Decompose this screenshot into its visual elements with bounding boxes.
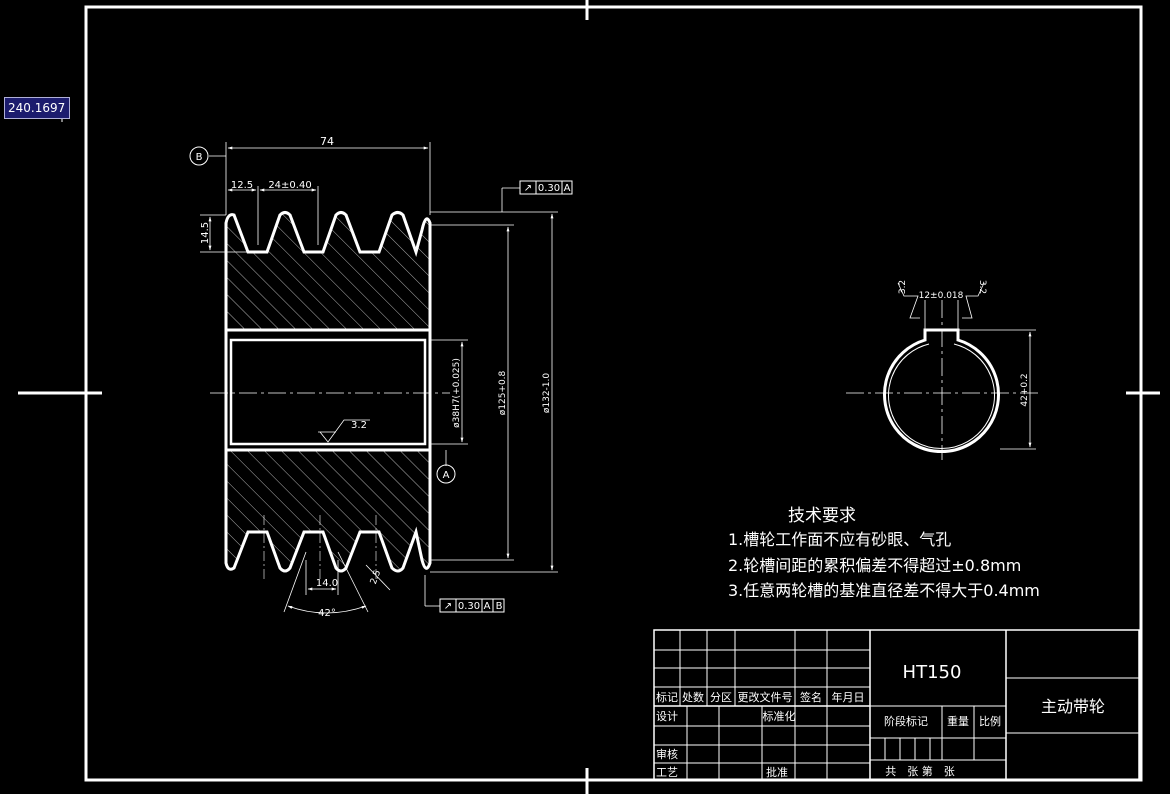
- tech-req-item-3: 3.任意两轮槽的基准直径差不得大于0.4mm: [728, 581, 1040, 600]
- review-label: 审核: [656, 747, 678, 761]
- tech-req-item-2: 2.轮槽间距的累积偏差不得超过±0.8mm: [728, 556, 1021, 575]
- pulley-bore: [224, 328, 432, 452]
- center-marks: [18, 0, 1160, 794]
- tech-req-title: 技术要求: [788, 506, 856, 526]
- dim-first-groove: 12.5: [231, 180, 253, 191]
- svg-text:0.30: 0.30: [538, 183, 560, 194]
- datum-b-label: B: [196, 152, 203, 163]
- dim-outer-dia: ø132-1.0: [542, 373, 552, 414]
- tech-req-item-1: 1.槽轮工作面不应有砂眼、气孔: [728, 530, 951, 549]
- rev-header-docno: 更改文件号: [738, 690, 793, 704]
- svg-text:0.30: 0.30: [458, 601, 480, 612]
- dim-groove-depth: 14.5: [200, 222, 211, 244]
- coordinate-readout: 240.1697: [4, 97, 70, 119]
- stage-mark-label: 阶段标记: [884, 714, 928, 728]
- rev-header-count: 处数: [682, 691, 704, 704]
- process-label: 工艺: [656, 766, 678, 779]
- datum-b-symbol: [189, 146, 209, 166]
- svg-text:↗: ↗: [444, 601, 452, 612]
- keyway-rough-left: 3.2: [898, 280, 908, 294]
- svg-text:↗: ↗: [524, 183, 532, 194]
- dim-groove-pitch: 24±0.40: [268, 180, 311, 191]
- svg-text:A: A: [564, 183, 571, 194]
- tolerance-frame-bottom: ↗ 0.30 A B: [439, 598, 505, 613]
- keyway-depth-dim: 42+0.2: [1020, 373, 1030, 406]
- scale-label: 比例: [979, 714, 1001, 728]
- title-block: [653, 629, 1140, 781]
- pulley-section-view: [210, 211, 450, 580]
- dim-pitch-dia: ø125+0.8: [498, 370, 508, 415]
- design-label: 设计: [656, 710, 678, 723]
- rev-header-mark: 标记: [656, 690, 678, 704]
- dim-groove-angle: 42°: [318, 608, 336, 619]
- svg-text:A: A: [484, 601, 491, 612]
- dim-overall-width: 74: [320, 135, 334, 148]
- svg-text:B: B: [496, 601, 503, 612]
- rev-header-zone: 分区: [710, 691, 732, 704]
- pulley-upper-section: [224, 211, 432, 332]
- keyway-width-dim: 12±0.018: [919, 291, 964, 301]
- dim-groove-width: 14.0: [316, 578, 338, 589]
- approve-label: 批准: [766, 765, 788, 779]
- keyway-rough-right: 3.2: [977, 280, 987, 294]
- material-label: HT150: [903, 662, 962, 683]
- datum-a-label: A: [443, 470, 450, 481]
- tolerance-frame-top: ↗ 0.30 A: [519, 180, 573, 195]
- keyway-end-view: [846, 282, 1040, 460]
- pulley-dimensions: [200, 142, 558, 614]
- part-name: 主动带轮: [1041, 697, 1105, 716]
- dim-bore: ø38H7(+0.025): [452, 358, 462, 428]
- roughness-groove: 2.5: [369, 569, 383, 586]
- rev-header-sign: 签名: [800, 690, 822, 704]
- technical-requirements: 技术要求 1.槽轮工作面不应有砂眼、气孔 2.轮槽间距的累积偏差不得超过±0.8…: [728, 506, 1040, 600]
- sheet-info: 共 张 第 张: [885, 764, 955, 778]
- weight-label: 重量: [947, 714, 969, 728]
- datum-a-symbol: [436, 464, 456, 484]
- pulley-lower-section: [224, 448, 432, 573]
- rev-header-date: 年月日: [832, 690, 865, 704]
- standardize-label: 标准化: [763, 709, 796, 723]
- roughness-bore: 3.2: [351, 420, 367, 431]
